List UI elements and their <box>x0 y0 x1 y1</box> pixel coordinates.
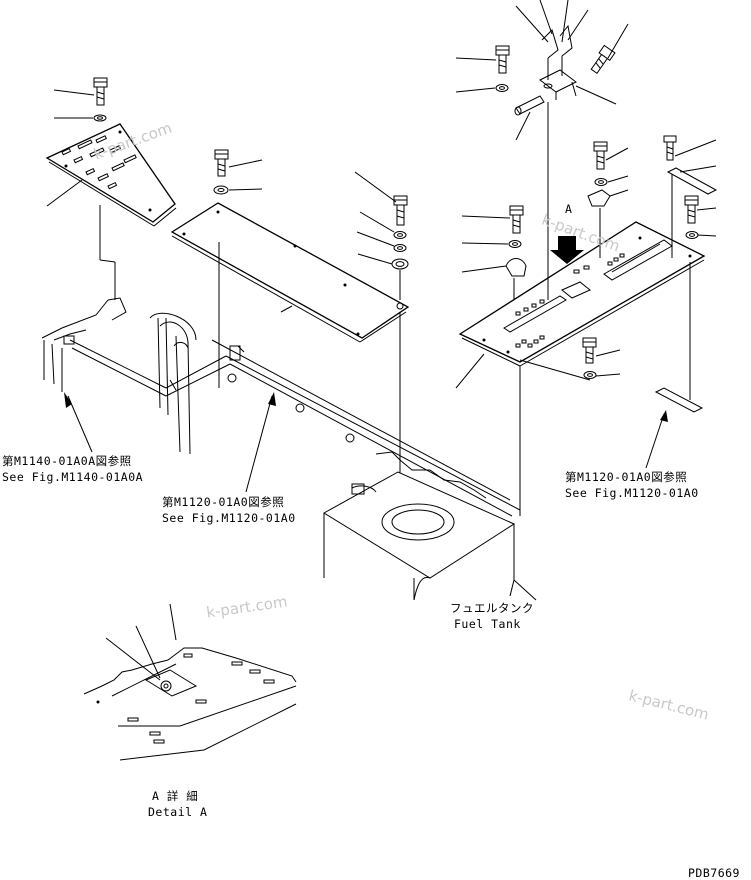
frame <box>41 205 521 517</box>
right-cover-plate <box>455 221 706 516</box>
ref-left-en: See Fig.M1140-01A0A <box>2 470 144 484</box>
right-middle-bolts <box>461 205 527 300</box>
detail-a-en: Detail A <box>148 805 208 819</box>
ref-mid-en: See Fig.M1120-01A0 <box>162 511 296 525</box>
fuel-tank-jp: フュエルタンク <box>450 601 534 615</box>
left-bolt <box>53 77 108 122</box>
ref-left-jp: 第M1140-01A0A図参照 <box>2 454 132 468</box>
ref-right-jp: 第M1120-01A0図参照 <box>565 470 688 484</box>
ref-arrows <box>64 392 668 597</box>
detail-a-jp: A 詳 細 <box>152 789 199 803</box>
ref-mid-jp: 第M1120-01A0図参照 <box>162 495 285 509</box>
view-a-arrow <box>550 236 584 264</box>
fuel-tank-en: Fuel Tank <box>454 617 521 631</box>
center-left-bolt <box>213 149 263 388</box>
right-upper-bolts <box>587 135 718 400</box>
drawing-number: PDB7669 <box>688 866 740 880</box>
center-right-bolt <box>354 171 409 476</box>
fuel-tank <box>323 471 537 601</box>
view-a-label: A <box>565 202 573 216</box>
right-top-bolt <box>455 45 510 93</box>
left-cover-plate <box>45 123 177 227</box>
ref-right-en: See Fig.M1120-01A0 <box>565 486 699 500</box>
top-bracket <box>514 0 629 300</box>
detail-a <box>83 603 297 761</box>
center-cover-plate <box>170 202 410 343</box>
